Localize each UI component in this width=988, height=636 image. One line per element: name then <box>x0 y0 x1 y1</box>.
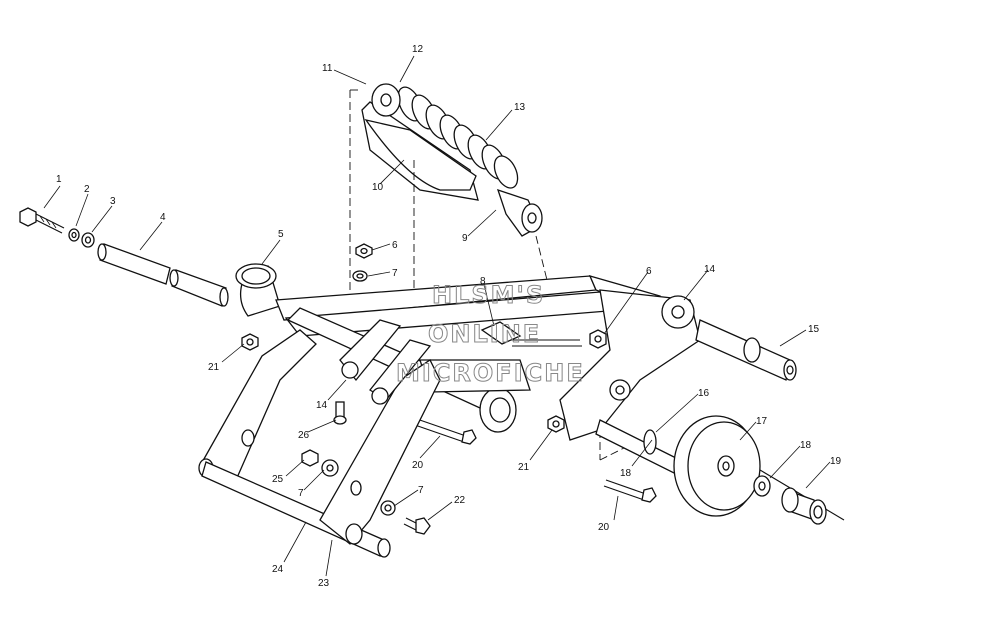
bolt-part-1 <box>19 207 65 234</box>
shaft-part-15 <box>695 319 797 381</box>
callout-26: 26 <box>298 430 310 441</box>
nut-part-21-left <box>241 333 259 351</box>
watermark-line-1: HLSM'S <box>432 281 545 309</box>
watermark-line-2: ONLINE <box>428 320 541 348</box>
callout-20-right: 20 <box>598 522 610 533</box>
callout-11: 11 <box>322 63 333 74</box>
callout-6-upper: 6 <box>392 240 398 251</box>
washer-part-18 <box>753 475 771 497</box>
callout-7-left: 7 <box>298 488 304 499</box>
callout-24: 24 <box>272 564 284 575</box>
watermark: HLSM'S ONLINE MICROFICHE <box>396 281 585 388</box>
callout-7-upper: 7 <box>392 268 398 279</box>
callout-17: 17 <box>756 416 768 427</box>
watermark-line-3: MICROFICHE <box>396 359 585 387</box>
rod-part-8 <box>480 321 582 347</box>
callout-21-left: 21 <box>208 362 220 373</box>
nut-part-25 <box>301 449 319 467</box>
callout-16: 16 <box>698 388 710 399</box>
bolt-part-22 <box>403 517 431 535</box>
callout-20-left: 20 <box>412 460 424 471</box>
callout-3: 3 <box>110 196 116 207</box>
callout-4: 4 <box>160 212 166 223</box>
callout-labels: 1 2 3 4 5 6 6 7 7 7 8 9 10 11 12 13 14 1… <box>56 44 842 589</box>
washer-part-3 <box>81 232 95 248</box>
callout-21-right: 21 <box>518 462 530 473</box>
callout-22: 22 <box>454 495 466 506</box>
callout-8: 8 <box>480 276 486 287</box>
spacer-part-19 <box>781 487 827 525</box>
bolt-part-20-left <box>411 417 477 445</box>
nut-part-6-right <box>589 329 607 349</box>
callout-23: 23 <box>318 578 330 589</box>
lower-arm-part-24 <box>198 329 317 481</box>
callout-14-right: 14 <box>704 264 716 275</box>
shock-absorber-assembly <box>361 83 543 237</box>
callout-25: 25 <box>272 474 284 485</box>
callout-1: 1 <box>56 174 62 185</box>
sleeve-part-4 <box>97 243 229 307</box>
callout-5: 5 <box>278 229 284 240</box>
callout-12: 12 <box>412 44 424 55</box>
callout-6-right: 6 <box>646 266 652 277</box>
idler-wheel-part-17 <box>673 415 845 521</box>
callout-14-left: 14 <box>316 400 328 411</box>
callout-18-right: 18 <box>800 440 812 451</box>
axle-part-16 <box>595 419 681 475</box>
callout-19: 19 <box>830 456 842 467</box>
callout-18-left: 18 <box>620 468 632 479</box>
spring-coils <box>397 86 519 189</box>
callout-2: 2 <box>84 184 90 195</box>
callout-9: 9 <box>462 233 468 244</box>
washer-part-7-upper <box>352 270 368 282</box>
callout-10: 10 <box>372 182 384 193</box>
center-pivot-plates <box>339 319 432 405</box>
nut-part-21-right <box>547 415 565 433</box>
washer-part-7-left <box>321 459 339 477</box>
bolt-part-20-right <box>603 479 657 503</box>
callout-15: 15 <box>808 324 820 335</box>
leader-lines <box>43 55 831 577</box>
callout-13: 13 <box>514 102 526 113</box>
bolt-part-26 <box>333 401 347 425</box>
washer-part-7-lower <box>380 500 396 516</box>
callout-7-lower: 7 <box>418 485 424 496</box>
washer-part-2 <box>68 228 80 242</box>
nut-part-6-upper <box>355 243 373 259</box>
